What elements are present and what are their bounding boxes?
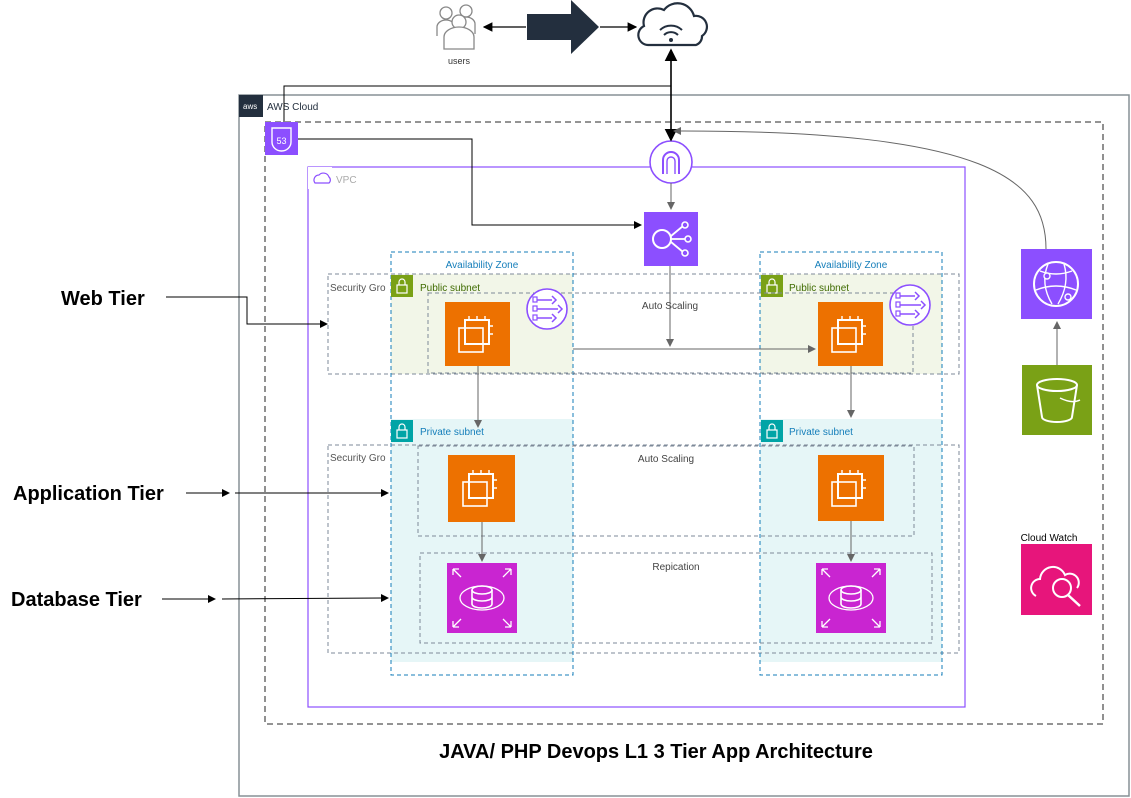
cloudfront-icon xyxy=(1021,249,1092,319)
users-label: users xyxy=(448,56,471,66)
replication-label: Repication xyxy=(652,562,699,573)
private-subnet-lock-icon xyxy=(761,420,783,442)
rds-database-icon xyxy=(816,563,886,633)
public-subnet-lock-icon xyxy=(761,275,783,297)
auto-scaling-group-app xyxy=(417,445,915,537)
aws-cloud-group: aws AWS Cloud xyxy=(238,94,1130,797)
ec2-instance-icon xyxy=(448,455,515,522)
application-tier-label: Application Tier xyxy=(13,483,164,505)
ec2-instance-icon xyxy=(818,455,884,521)
auto-scaling-label-app: Auto Scaling xyxy=(638,454,694,465)
availability-zone-label-1: Availability Zone xyxy=(446,260,519,271)
public-subnet-lock-icon xyxy=(391,275,413,297)
flow-arrow-icon xyxy=(527,0,599,54)
route53-label: 53 xyxy=(276,136,286,146)
aws-logo-text: aws xyxy=(243,102,257,111)
security-group-app xyxy=(327,444,960,654)
private-subnet-label-2: Private subnet xyxy=(789,427,853,438)
internet-gateway-icon xyxy=(649,140,693,184)
security-group-web xyxy=(327,273,960,375)
route53-icon: 53 xyxy=(265,122,298,155)
s3-bucket-icon xyxy=(1022,365,1092,435)
availability-zone-1 xyxy=(390,251,574,676)
nat-gateway-icon xyxy=(526,288,568,330)
ec2-instance-icon xyxy=(445,302,510,366)
public-subnet-label-2: Public subnet xyxy=(789,283,849,294)
cloudwatch-label: Cloud Watch xyxy=(1021,533,1078,544)
vpc-label: VPC xyxy=(336,175,357,186)
aws-cloud-label: AWS Cloud xyxy=(267,102,318,113)
vpc-group: VPC xyxy=(307,166,966,708)
availability-zone-2 xyxy=(759,251,943,676)
internet-cloud-icon xyxy=(637,2,709,47)
public-subnet-label-1: Public subnet xyxy=(420,283,480,294)
private-subnet-label-1: Private subnet xyxy=(420,427,484,438)
availability-zone-label-2: Availability Zone xyxy=(815,260,888,271)
web-tier-label: Web Tier xyxy=(61,288,145,310)
rds-database-icon xyxy=(447,563,517,633)
diagram-title: JAVA/ PHP Devops L1 3 Tier App Architect… xyxy=(439,741,873,763)
users-icon xyxy=(436,4,476,50)
security-group-label-app: Security Gro xyxy=(330,453,386,464)
private-subnet-lock-icon xyxy=(391,420,413,442)
connectors xyxy=(162,22,1061,603)
replication-group xyxy=(419,552,933,644)
cloudwatch-icon xyxy=(1021,544,1092,615)
database-tier-label: Database Tier xyxy=(11,589,142,611)
security-group-label-web: Security Gro xyxy=(330,283,386,294)
aws-logo-icon xyxy=(239,95,263,117)
load-balancer-icon xyxy=(644,212,698,266)
vpc-icon xyxy=(313,172,331,184)
ec2-instance-icon xyxy=(818,302,883,366)
nat-gateway-icon xyxy=(889,284,931,326)
auto-scaling-group-web xyxy=(427,292,914,374)
